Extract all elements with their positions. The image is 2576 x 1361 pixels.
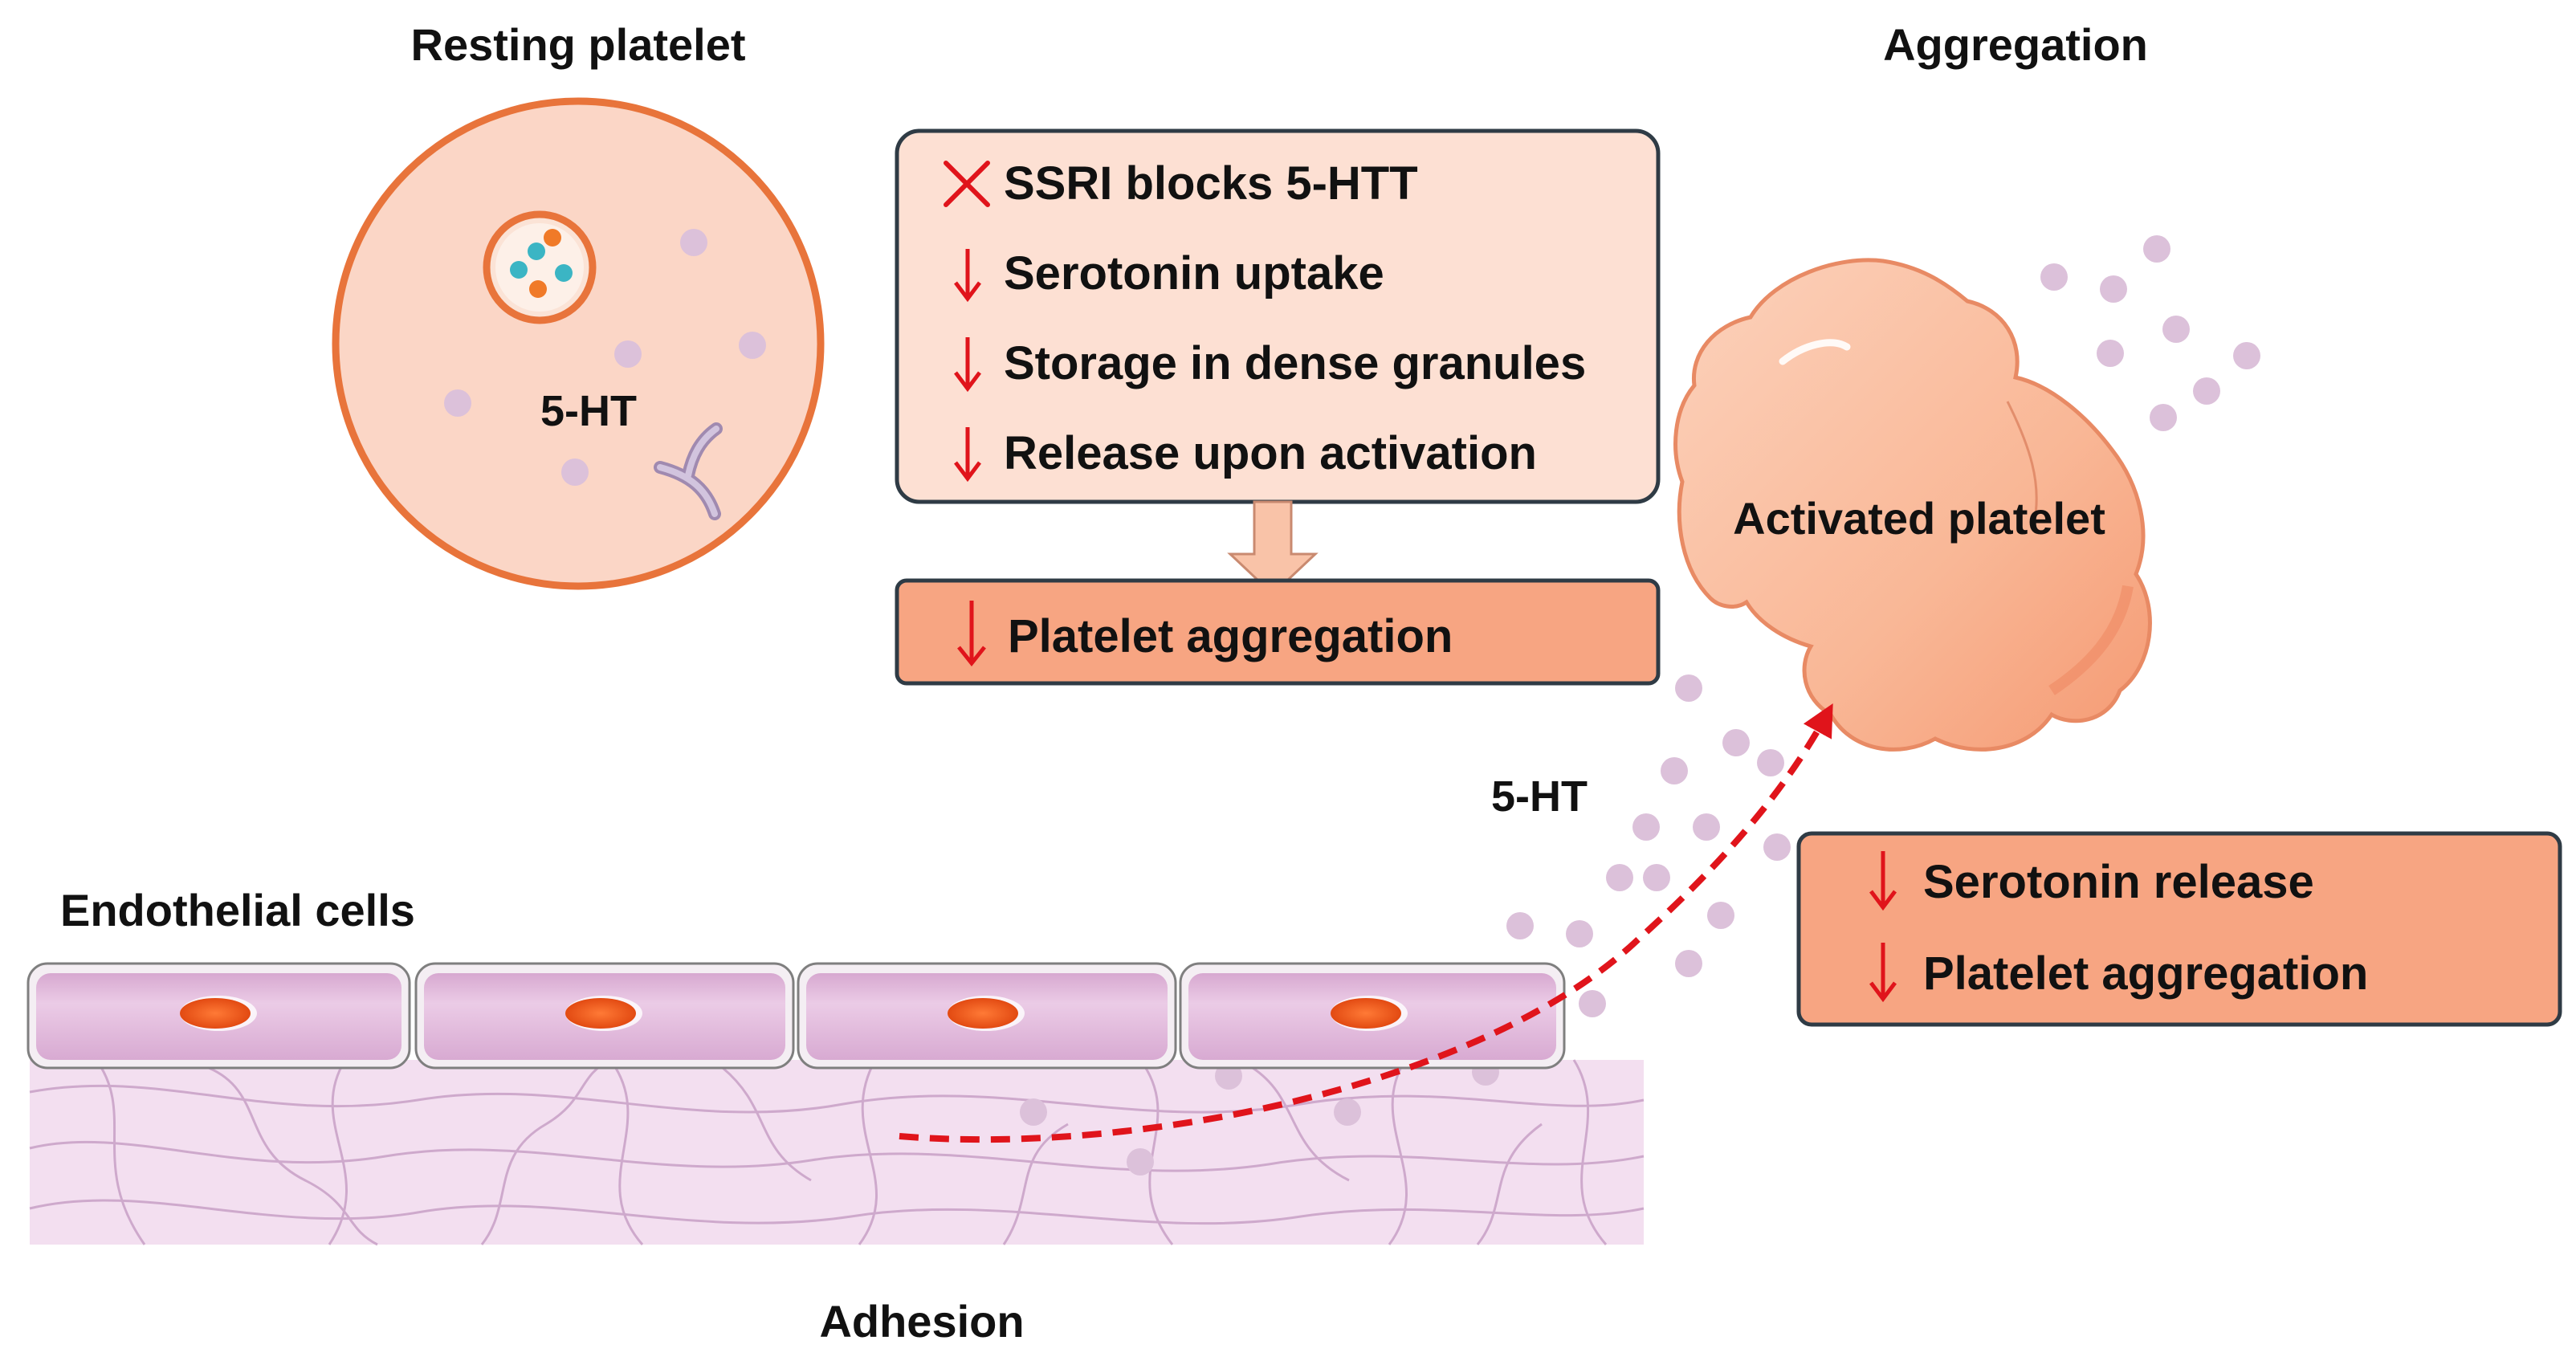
mechanism-item-3: Storage in dense granules (1004, 337, 1586, 389)
effects-item-2: Platelet aggregation (1923, 947, 2368, 1000)
resting-platelet: 5-HT (332, 97, 825, 590)
mechanism-box: SSRI blocks 5-HTT Serotonin uptake Stora… (895, 128, 1661, 504)
serotonin-flow-arrow (899, 703, 1833, 1143)
down-arrow-icon (1869, 943, 1897, 1003)
down-arrow-icon (954, 337, 981, 393)
down-arrow-icon (954, 249, 981, 303)
serotonin-molecules-trail (1506, 674, 1791, 1017)
activated-platelet: Activated platelet (1673, 258, 2152, 752)
down-arrow-icon (957, 601, 986, 667)
resting-platelet-title: Resting platelet (411, 19, 746, 70)
dense-granule (483, 210, 597, 324)
result-text: Platelet aggregation (1008, 610, 1453, 662)
endothelial-cell (797, 962, 1177, 1070)
down-arrow-icon (954, 427, 981, 483)
effects-item-1: Serotonin release (1923, 856, 2314, 908)
down-arrow-icon (1869, 851, 1897, 911)
result-box: Platelet aggregation (895, 578, 1661, 686)
endothelial-cells-label: Endothelial cells (60, 885, 415, 935)
cross-icon (944, 161, 990, 207)
subendothelial-tissue (29, 1058, 1645, 1246)
mechanism-item-2: Serotonin uptake (1004, 247, 1384, 300)
mechanism-item-4: Release upon activation (1004, 427, 1537, 479)
serotonin-molecules-resting (444, 229, 766, 486)
five-ht-label-arrow: 5-HT (1491, 772, 1588, 821)
five-ht-label-resting: 5-HT (540, 387, 637, 435)
adhesion-label: Adhesion (819, 1296, 1024, 1347)
aggregation-title: Aggregation (1883, 19, 2148, 70)
mechanism-item-1: SSRI blocks 5-HTT (1004, 157, 1418, 210)
activated-platelet-label: Activated platelet (1733, 493, 2105, 544)
serotonin-molecules-released (2040, 235, 2260, 431)
endothelial-cell (26, 962, 411, 1070)
endothelial-cell (1179, 962, 1566, 1070)
endothelial-cell (414, 962, 795, 1070)
block-arrow-icon (1227, 500, 1319, 597)
effects-box: Serotonin release Platelet aggregation (1796, 831, 2562, 1027)
